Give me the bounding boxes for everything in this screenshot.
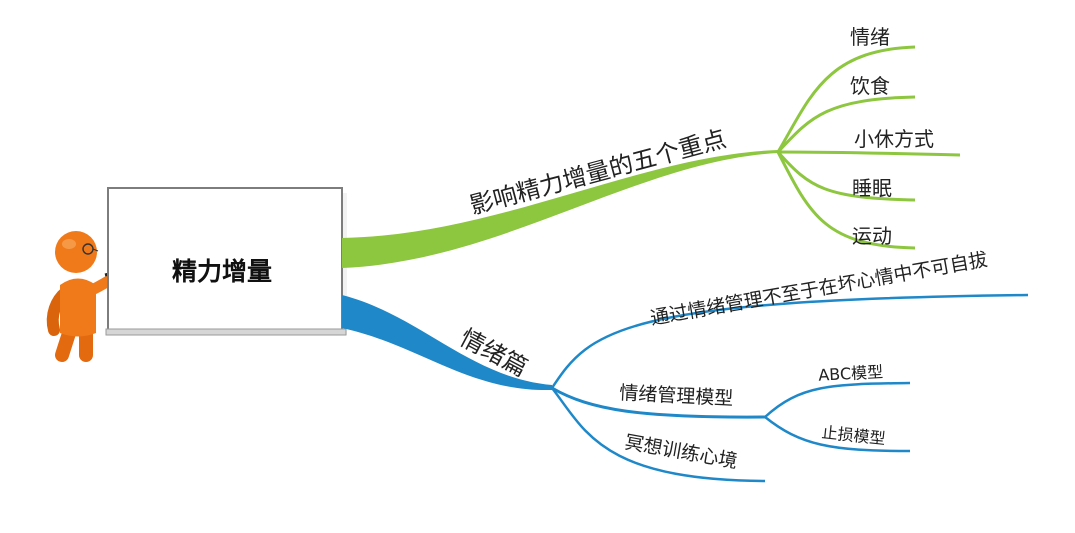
blue-child-2[interactable]: 情绪管理模型	[619, 382, 734, 410]
root-node[interactable]: 精力增量	[106, 188, 347, 335]
blue-child-1[interactable]: 通过情绪管理不至于在坏心情中不可自拔	[649, 249, 990, 330]
green-child-4[interactable]: 睡眠	[852, 176, 892, 200]
green-child-5[interactable]: 运动	[852, 224, 892, 248]
green-child-2[interactable]: 饮食	[850, 74, 890, 98]
model-child-2[interactable]: 止损模型	[821, 423, 887, 449]
blue-child-3[interactable]: 冥想训练心境	[623, 431, 739, 472]
model-child-1[interactable]: ABC模型	[818, 362, 884, 384]
branch-green-node[interactable]: 影响精力增量的五个重点	[467, 125, 729, 220]
green-child-3[interactable]: 小休方式	[854, 127, 934, 151]
branch-green-label: 影响精力增量的五个重点	[467, 125, 729, 220]
green-child-1[interactable]: 情绪	[850, 25, 890, 49]
root-label: 精力增量	[172, 257, 272, 286]
